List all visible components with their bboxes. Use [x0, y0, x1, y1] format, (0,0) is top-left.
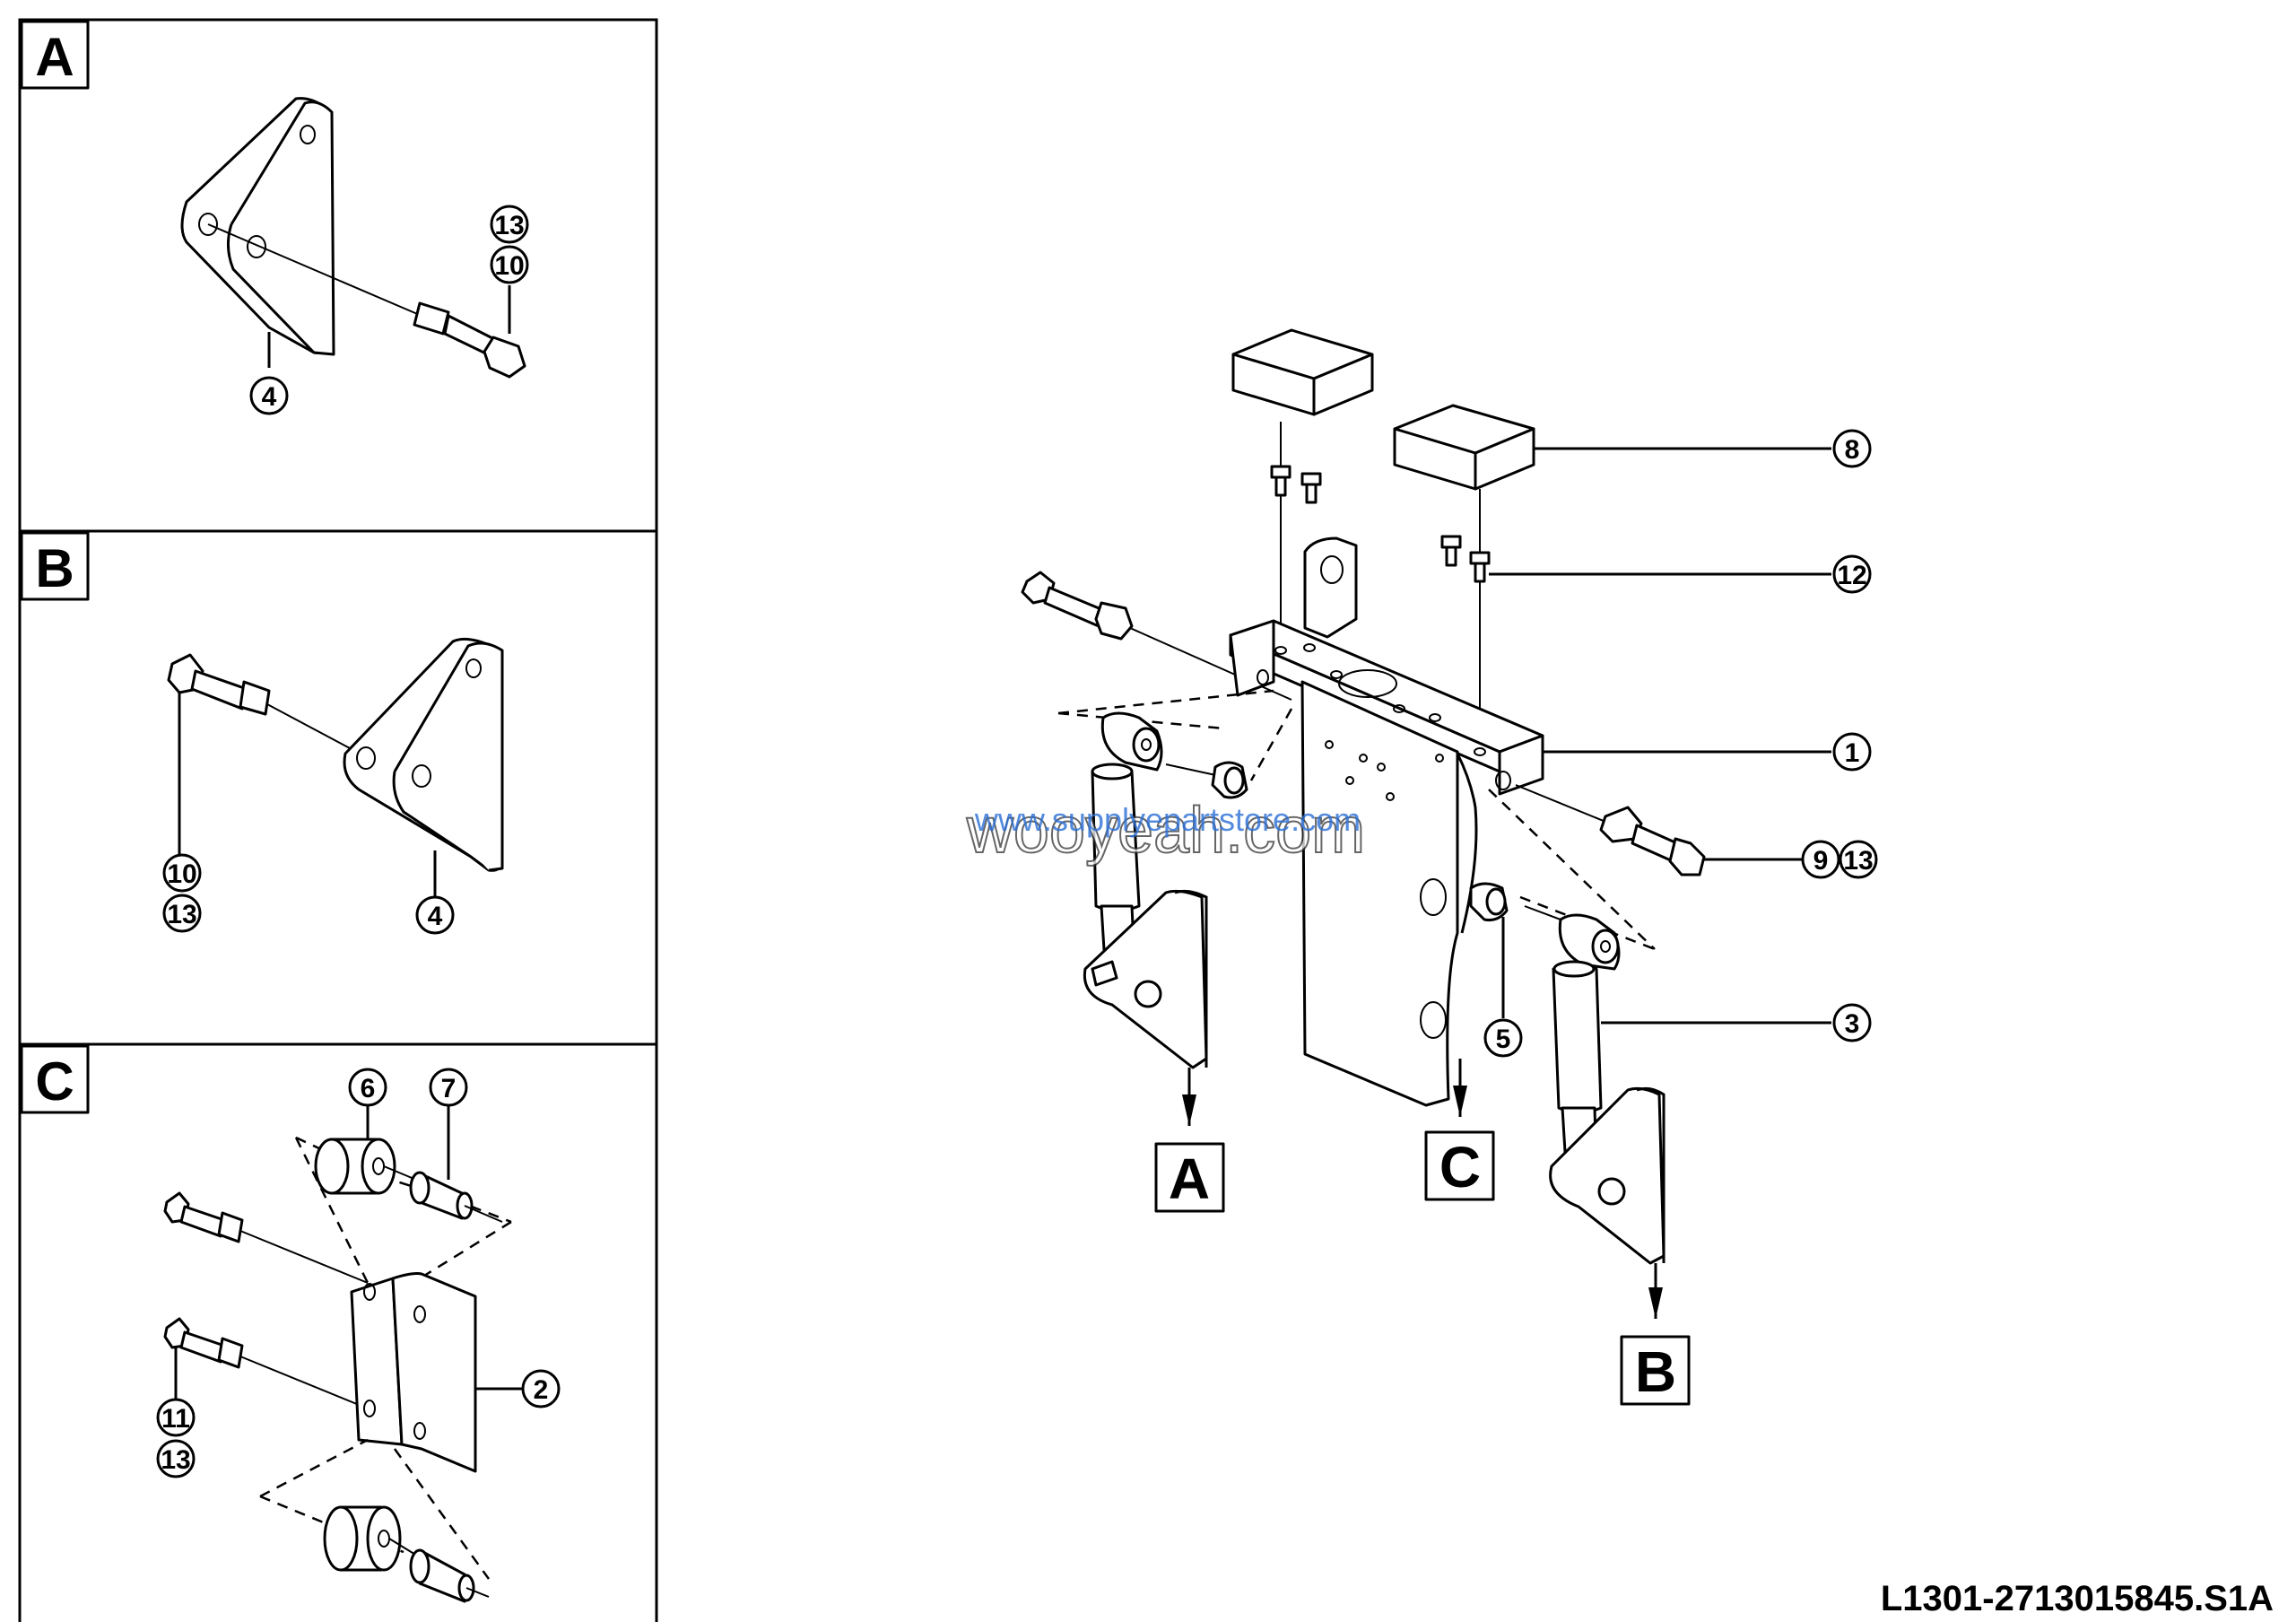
sleeve-7-lower: [409, 1548, 475, 1603]
svg-text:1: 1: [1845, 738, 1860, 768]
callout-12: 12: [1832, 554, 1872, 594]
callout-8: 8: [1832, 429, 1872, 468]
svg-text:B: B: [1635, 1339, 1676, 1404]
screw-12-b: [1300, 472, 1322, 504]
callout-13-c: 13: [156, 1439, 196, 1478]
bracket-left: [1083, 889, 1208, 1069]
bushing-5-left: [1211, 761, 1248, 799]
view-a-label: A: [35, 27, 74, 87]
callout-13-main: 13: [1839, 840, 1878, 879]
callout-5: 5: [1483, 1018, 1523, 1058]
callout-1: 1: [1832, 732, 1872, 772]
bushing-6-lower: [323, 1505, 402, 1572]
svg-text:12: 12: [1837, 561, 1866, 590]
bolt-9: [1599, 806, 1706, 876]
svg-text:www.supplyepartstore.com: www.supplyepartstore.com: [974, 801, 1361, 838]
svg-text:A: A: [1169, 1147, 1210, 1211]
screw-12-d: [1469, 551, 1491, 583]
view-c-label-box: [20, 1044, 90, 1114]
callout-11: 11: [156, 1398, 196, 1437]
svg-text:5: 5: [1496, 1025, 1511, 1054]
pad-8-left: [1231, 328, 1374, 416]
bolt-10-b: [167, 653, 271, 716]
view-flag-a: A: [1154, 1068, 1225, 1213]
svg-text:3: 3: [1845, 1009, 1860, 1039]
pad-8-right: [1393, 404, 1535, 491]
screw-12-c: [1440, 535, 1462, 567]
svg-text:4: 4: [428, 902, 443, 931]
bolt-11-upper: [163, 1191, 244, 1243]
bracket-right: [1549, 1086, 1665, 1265]
detail-view-c: C 6 7: [20, 1044, 561, 1603]
svg-text:6: 6: [361, 1074, 376, 1103]
main-assembly-view: 8 12: [1021, 328, 1878, 1406]
callout-6: 6: [348, 1068, 387, 1107]
bracket-4: [180, 97, 335, 356]
view-a-label-box: [20, 20, 90, 90]
detail-view-a: A 13 10 4: [20, 20, 529, 415]
svg-text:2: 2: [534, 1375, 549, 1405]
svg-text:8: 8: [1845, 435, 1860, 465]
callout-13-a: 13: [490, 205, 529, 244]
bushing-6-upper: [314, 1138, 396, 1195]
svg-text:9: 9: [1813, 846, 1829, 876]
detail-panel-frames: [18, 18, 658, 1622]
callout-2: 2: [521, 1369, 561, 1408]
callout-9: 9: [1801, 840, 1840, 879]
bolt-10: [413, 301, 526, 379]
svg-text:4: 4: [262, 382, 277, 412]
callout-13-b: 13: [162, 894, 202, 933]
sleeve-7-upper: [409, 1171, 474, 1220]
drawing-reference: L1301-2713015845.S1A: [1881, 1579, 2274, 1618]
svg-text:11: 11: [161, 1404, 190, 1434]
svg-text:wooyeah.com: wooyeah.com: [966, 795, 1365, 867]
bolt-upper-left: [1021, 571, 1134, 641]
callout-10-a: 10: [490, 245, 529, 284]
callout-4-a: 4: [249, 376, 289, 415]
svg-text:13: 13: [494, 211, 524, 240]
frame-1: [1229, 536, 1544, 1107]
bushing-5-right: [1469, 882, 1509, 921]
svg-text:13: 13: [161, 1445, 190, 1475]
svg-text:C: C: [1439, 1135, 1481, 1199]
callout-3: 3: [1832, 1003, 1872, 1042]
view-flag-c: C: [1424, 1059, 1495, 1201]
watermark: wooyeah.com www.supplyepartstore.com: [965, 794, 1366, 868]
bracket-4-b: [343, 637, 504, 872]
callout-10-b: 10: [162, 853, 202, 893]
view-b-label: B: [35, 538, 74, 598]
svg-text:13: 13: [167, 900, 196, 929]
view-c-label: C: [35, 1051, 74, 1112]
bolt-11-lower: [163, 1317, 244, 1369]
svg-text:13: 13: [1843, 846, 1873, 876]
callout-7: 7: [429, 1068, 468, 1107]
detail-view-b: B 10 13 4: [20, 531, 504, 935]
view-b-label-box: [20, 531, 90, 601]
screw-12-a: [1270, 465, 1292, 497]
svg-text:10: 10: [494, 251, 524, 281]
svg-text:7: 7: [441, 1074, 457, 1103]
plate-2: [350, 1272, 477, 1473]
svg-text:10: 10: [167, 859, 196, 889]
callout-4-b: 4: [415, 895, 455, 935]
view-flag-b: B: [1620, 1263, 1691, 1406]
